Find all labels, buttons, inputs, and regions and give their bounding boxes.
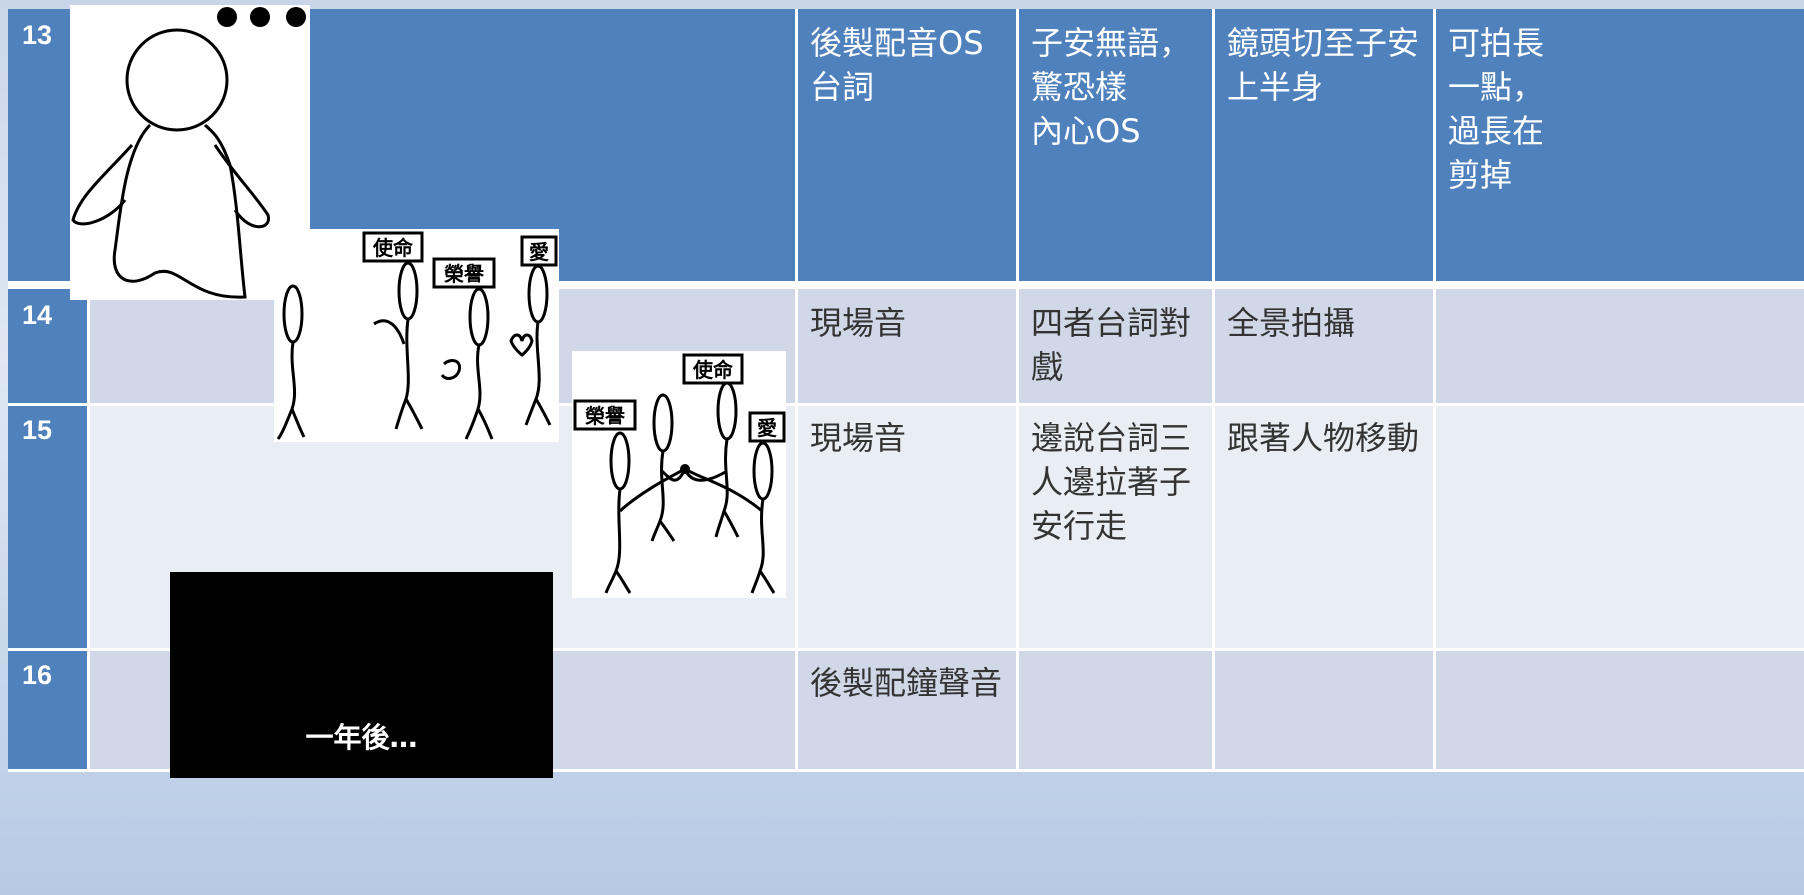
storyboard-table: 13 後製配音OS台詞 子安無語，驚恐樣 內心OS 鏡頭切至子安上半身 可拍長一… [8,9,1804,887]
row-14-audio: 現場音 [796,289,1017,404]
storyboard-panel-3: 使命 榮譽 愛 [572,351,786,598]
row-14-camera: 全景拍攝 [1213,289,1434,404]
row-14-number: 14 [8,289,88,404]
one-year-later-caption: 一年後… [305,721,418,754]
row-13-action: 子安無語，驚恐樣 內心OS [1017,9,1213,281]
row-13-audio: 後製配音OS台詞 [796,9,1017,281]
row-16-action [1017,649,1213,769]
row-16-camera [1213,649,1434,769]
row-15-action: 邊說台詞三人邊拉著子安行走 [1017,404,1213,649]
row-13-camera: 鏡頭切至子安上半身 [1213,9,1434,281]
column-divider [87,289,90,769]
storyboard-panel-2: 使命 榮譽 愛 [274,229,559,442]
row-divider [8,403,1804,406]
pulling-stick-figures-drawing: 使命 榮譽 愛 [573,353,786,594]
shocked-character-drawing [71,7,306,299]
row-14-note [1434,289,1804,404]
four-stick-figures-drawing: 使命 榮譽 愛 [276,231,558,440]
column-divider [1212,9,1215,769]
row-15-note [1434,404,1804,649]
row-divider [8,769,1804,772]
row-13-number: 13 [22,20,53,50]
label-mission: 使命 [372,236,414,260]
row-13-note: 可拍長一點，過長在剪掉 [1434,9,1804,281]
row-15-camera: 跟著人物移動 [1213,404,1434,649]
column-divider [1433,9,1436,769]
label-mission: 使命 [692,358,734,382]
row-15-number: 15 [8,404,88,649]
label-love: 愛 [529,240,549,264]
row-16-audio: 後製配鐘聲音 [796,649,1017,769]
row-14-action: 四者台詞對戲 [1017,289,1213,404]
row-16-number: 16 [8,649,88,769]
row-16-note [1434,649,1804,769]
row-15-audio: 現場音 [796,404,1017,649]
column-divider [1016,9,1019,769]
label-honor: 榮譽 [585,404,626,428]
header-row-divider [8,281,1804,289]
label-honor: 榮譽 [444,262,485,286]
storyboard-panel-1 [70,5,310,300]
column-divider [795,9,798,769]
label-love: 愛 [757,416,777,440]
storyboard-panel-4: 一年後… [170,572,553,778]
row-divider [8,648,1804,651]
